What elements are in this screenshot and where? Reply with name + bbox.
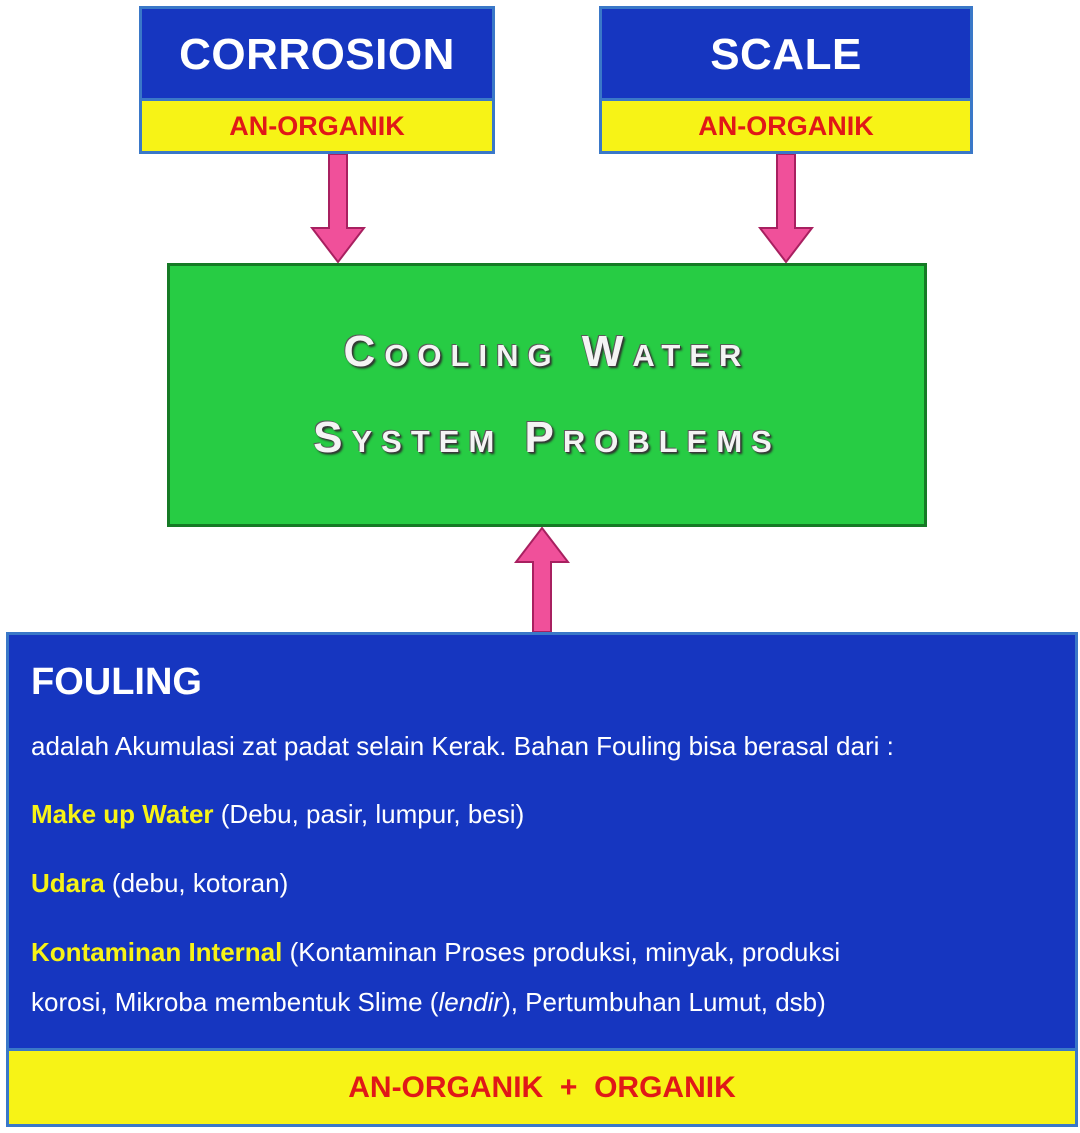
scale-title: SCALE bbox=[710, 30, 862, 79]
source-detail: (debu, kotoran) bbox=[104, 868, 289, 898]
arrow-fouling-up bbox=[514, 526, 570, 633]
continuation-italic: lendir bbox=[438, 987, 503, 1017]
fouling-source-kontaminan-internal: Kontaminan Internal (Kontaminan Proses p… bbox=[31, 937, 840, 968]
fouling-heading: FOULING bbox=[31, 661, 202, 703]
scale-subtitle: AN-ORGANIK bbox=[602, 98, 970, 151]
corrosion-box: CORROSION AN-ORGANIK bbox=[139, 6, 495, 154]
source-detail: (Debu, pasir, lumpur, besi) bbox=[213, 799, 525, 829]
arrow-corrosion-down bbox=[310, 154, 366, 264]
continuation-text-end: ), Pertumbuhan Lumut, dsb) bbox=[502, 987, 826, 1017]
fouling-box: FOULING adalah Akumulasi zat padat selai… bbox=[6, 632, 1078, 1127]
center-title-line-2: System Problems bbox=[313, 413, 781, 462]
cooling-water-problems-box: Cooling Water System Problems bbox=[167, 263, 927, 527]
fouling-footer: AN-ORGANIK + ORGANIK bbox=[9, 1048, 1075, 1124]
center-title-line-1: Cooling Water bbox=[343, 327, 751, 376]
source-detail: (Kontaminan Proses produksi, minyak, pro… bbox=[282, 937, 841, 967]
source-label: Make up Water bbox=[31, 799, 214, 829]
fouling-source-udara: Udara (debu, kotoran) bbox=[31, 868, 288, 899]
corrosion-title: CORROSION bbox=[179, 30, 455, 79]
fouling-source-make-up-water: Make up Water (Debu, pasir, lumpur, besi… bbox=[31, 799, 524, 830]
scale-box: SCALE AN-ORGANIK bbox=[599, 6, 973, 154]
continuation-text: korosi, Mikroba membentuk Slime ( bbox=[31, 987, 439, 1017]
source-label: Udara bbox=[31, 868, 105, 898]
arrow-scale-down bbox=[758, 154, 814, 264]
corrosion-subtitle: AN-ORGANIK bbox=[142, 98, 492, 151]
fouling-source-continuation: korosi, Mikroba membentuk Slime (lendir)… bbox=[31, 987, 826, 1018]
source-label: Kontaminan Internal bbox=[31, 937, 283, 967]
fouling-description: adalah Akumulasi zat padat selain Kerak.… bbox=[31, 731, 894, 761]
